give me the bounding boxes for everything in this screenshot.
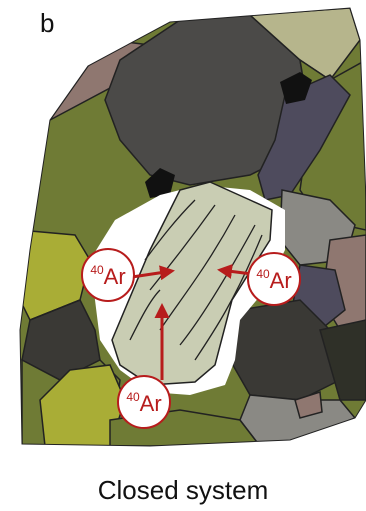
argon-mass-bottom: 40 <box>126 390 140 404</box>
figure-caption: Closed system <box>0 475 366 506</box>
argon-symbol-left: Ar <box>104 264 126 289</box>
argon-symbol-bottom: Ar <box>140 391 162 416</box>
argon-mass-right: 40 <box>256 267 270 281</box>
argon-label-right: 40Ar <box>248 253 300 305</box>
argon-symbol-right: Ar <box>270 268 292 293</box>
argon-label-left: 40Ar <box>82 249 134 301</box>
argon-mass-left: 40 <box>90 263 104 277</box>
argon-label-bottom: 40Ar <box>118 376 170 428</box>
